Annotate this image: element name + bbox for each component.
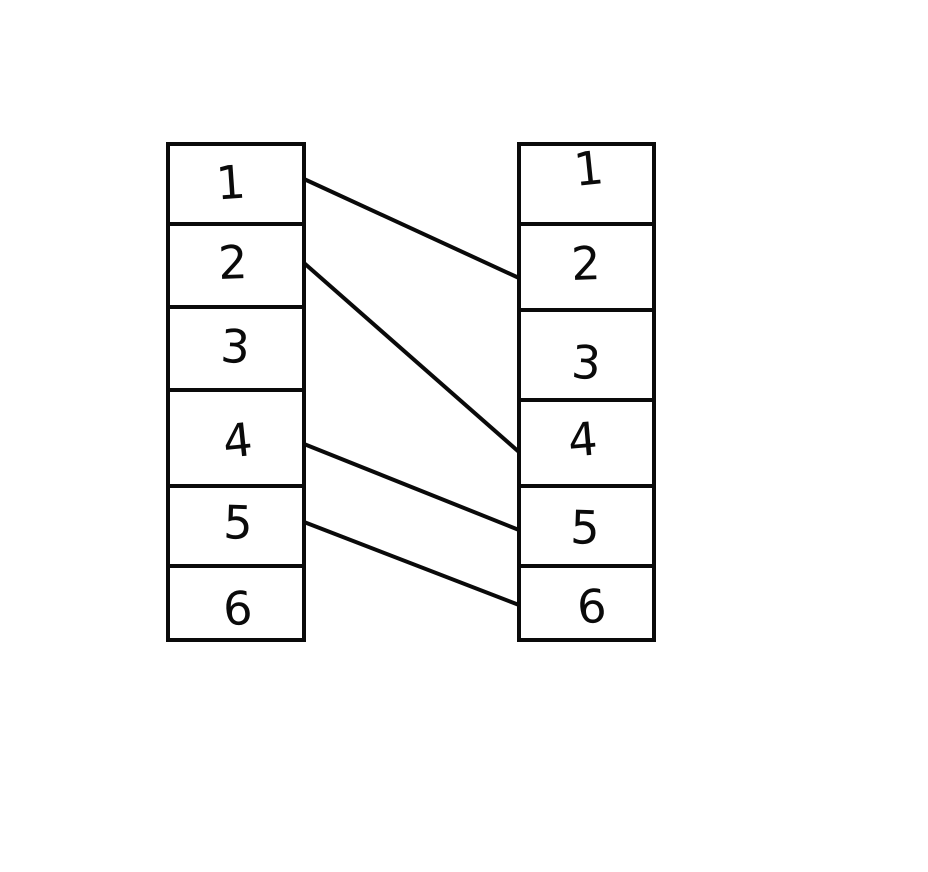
codomain-label-1: 1 (571, 140, 606, 197)
codomain-column (517, 142, 656, 642)
domain-label-3: 3 (219, 319, 251, 374)
domain-label-5: 5 (223, 495, 254, 550)
connection-lines (302, 177, 521, 607)
domain-label-1: 1 (214, 155, 247, 211)
codomain-label-3: 3 (570, 335, 603, 391)
domain-label-2: 2 (217, 235, 248, 290)
connection-edge-4-to-5[interactable] (303, 442, 520, 532)
cell-labels: 1 2 3 4 5 6 1 2 3 4 5 6 (214, 140, 608, 636)
connection-edge-2-to-4[interactable] (302, 261, 521, 454)
connection-edge-5-to-6[interactable] (303, 520, 520, 607)
connection-edge-1-to-2[interactable] (303, 177, 520, 280)
domain-cell-6[interactable] (166, 564, 306, 642)
domain-label-6: 6 (222, 581, 254, 636)
codomain-label-5: 5 (570, 500, 601, 555)
domain-column (166, 142, 306, 642)
codomain-label-2: 2 (570, 236, 601, 291)
codomain-label-4: 4 (566, 411, 600, 467)
codomain-label-6: 6 (575, 579, 608, 635)
domain-label-4: 4 (220, 412, 255, 469)
